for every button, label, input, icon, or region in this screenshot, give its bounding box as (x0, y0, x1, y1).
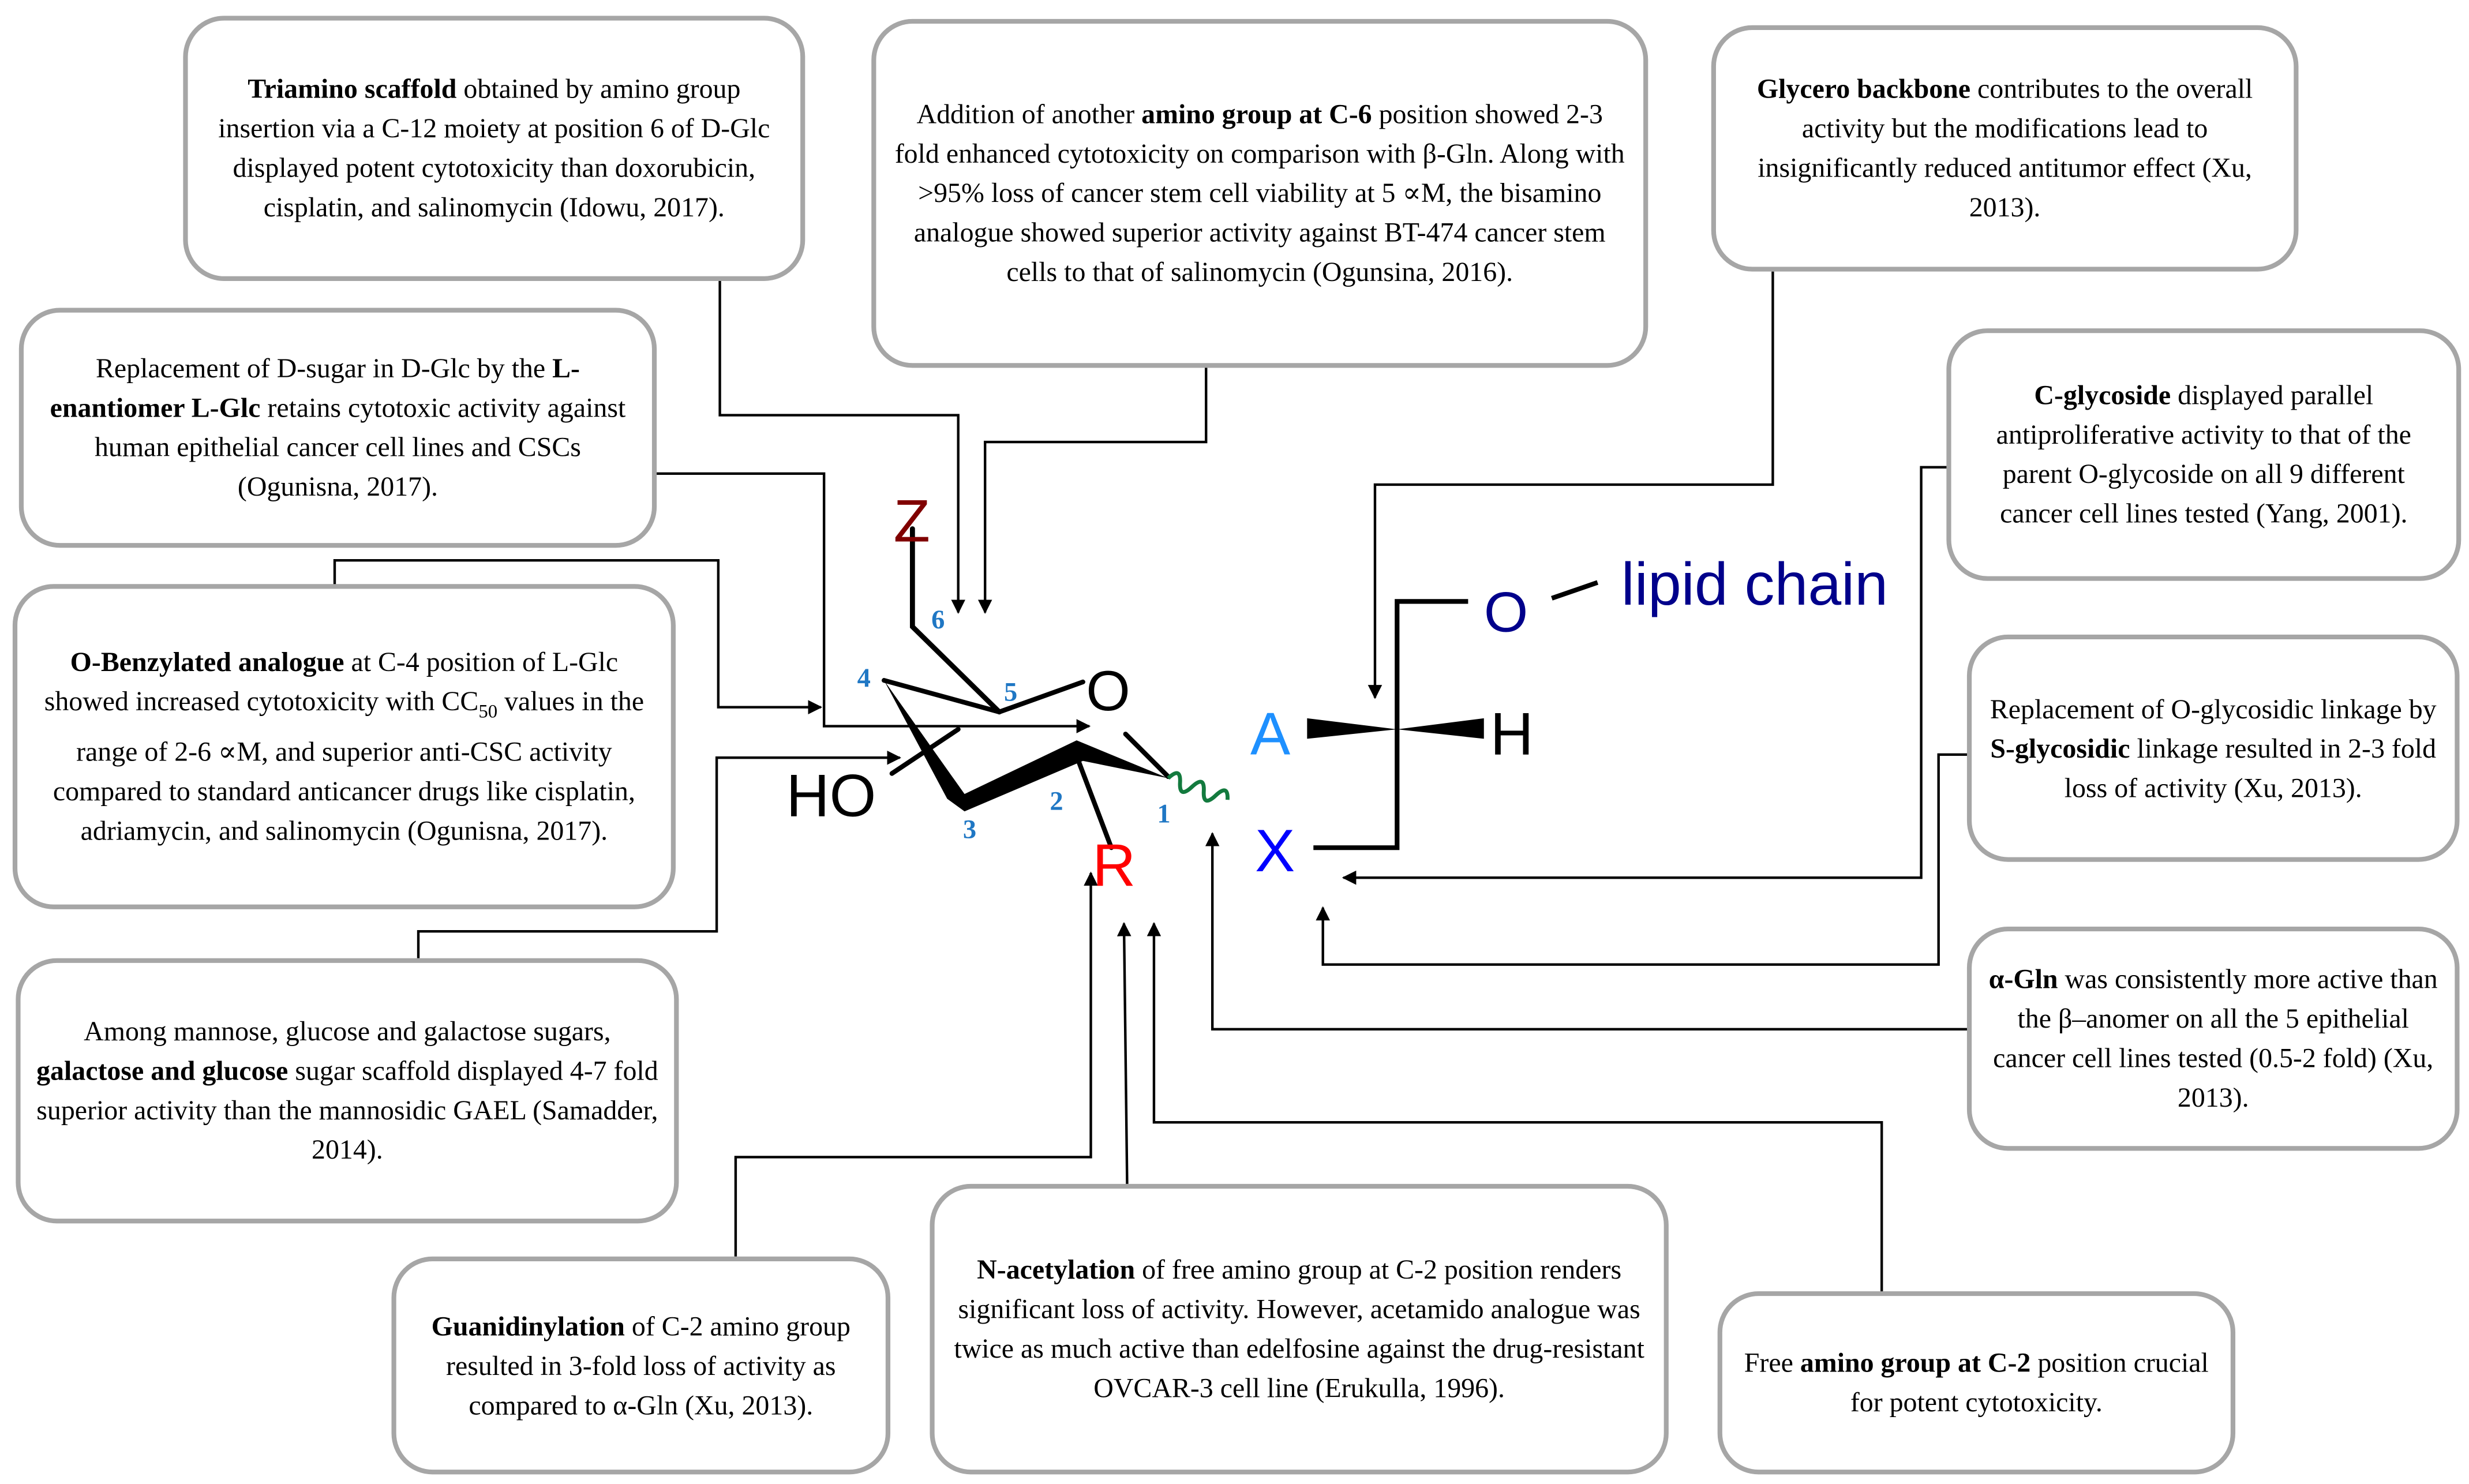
box-n-acetylation: N-acetylation of free amino group at C-2… (930, 1183, 1669, 1475)
lipid-chain-label: lipid chain (1621, 551, 1888, 618)
glycerol-oxygen-label: O (1484, 580, 1528, 643)
box-text: contributes to the overall activity but … (1758, 72, 2253, 223)
r-label: R (1092, 832, 1136, 899)
position-5: 5 (1004, 678, 1017, 707)
connector-sugars (417, 750, 901, 958)
box-sugars: Among mannose, glucose and galactose sug… (16, 958, 679, 1224)
position-1: 1 (1157, 799, 1170, 829)
connector-o-benzyl (333, 559, 823, 714)
box-triamino-scaffold: Triamino scaffold obtained by amino grou… (183, 16, 805, 281)
wedge-a (1307, 718, 1398, 739)
box-text: at C-4 position of L-Glc showed increase… (44, 646, 619, 717)
box-bold-text: amino group at C-2 (1800, 1346, 2031, 1378)
position-2: 2 (1050, 787, 1063, 816)
box-text: Addition of another (916, 98, 1142, 130)
box-text: obtained by amino group insertion via a … (218, 72, 770, 223)
box-bold-text: O-Benzylated analogue (70, 646, 344, 678)
box-bold-text: Glycero backbone (1756, 72, 1971, 104)
box-alpha-gln: α-Gln was consistently more active than … (1966, 926, 2460, 1151)
box-bold-text: amino group at C-6 (1141, 98, 1372, 130)
box-subscript: 50 (478, 700, 498, 723)
box-text: Among mannose, glucose and galactose sug… (84, 1015, 611, 1047)
box-text: of C-2 amino group resulted in 3-fold lo… (446, 1309, 851, 1420)
connector-alpha-gln (1205, 832, 1969, 1030)
connector-amino-c6 (977, 366, 1208, 614)
a-label: A (1250, 701, 1291, 768)
connector-s-glycosidic (1316, 753, 1969, 966)
box-text: retains cytotoxic activity against human… (94, 391, 626, 503)
box-glycero-backbone: Glycero backbone contributes to the over… (1711, 25, 2299, 272)
wedge-h (1397, 718, 1484, 739)
box-l-enantiomer: Replacement of D-sugar in D-Glc by the L… (18, 308, 657, 548)
box-text: linkage resulted in 2-3 fold loss of act… (2064, 732, 2437, 803)
x-label: X (1255, 818, 1295, 885)
position-4: 4 (857, 664, 871, 693)
position-3: 3 (963, 815, 976, 845)
box-bold-text: Guanidinylation (431, 1309, 625, 1341)
box-text: position showed 2-3 fold enhanced cytoto… (894, 98, 1625, 287)
box-text: values in the range of 2-6 ∝M, and super… (53, 685, 645, 846)
box-amino-c6: Addition of another amino group at C-6 p… (871, 18, 1649, 368)
z-label: Z (894, 488, 930, 554)
connector-glycero (1367, 271, 1774, 699)
connector-c-glycoside (1342, 466, 1949, 885)
box-guanidinylation: Guanidinylation of C-2 amino group resul… (391, 1256, 891, 1475)
glycerol-backbone (1313, 580, 1599, 850)
box-s-glycosidic: Replacement of O-glycosidic linkage by S… (1966, 634, 2460, 862)
box-text: Free (1744, 1346, 1800, 1378)
box-bold-text: α-Gln (1988, 962, 2058, 995)
box-text: position crucial for potent cytotoxicity… (1850, 1346, 2209, 1418)
ring-oxygen-label: O (1086, 659, 1130, 722)
box-text: of free amino group at C-2 position rend… (954, 1253, 1644, 1404)
box-bold-text: galactose and glucose (36, 1054, 289, 1086)
box-bold-text: S-glycosidic (1990, 732, 2130, 763)
box-o-benzylated: O-Benzylated analogue at C-4 position of… (12, 584, 676, 909)
connector-triamino (718, 278, 966, 614)
box-text: Replacement of D-sugar in D-Glc by the (95, 352, 553, 384)
connector-l-enantiomer (655, 472, 1091, 733)
connector-free-amino (1147, 922, 1883, 1291)
box-text: Replacement of O-glycosidic linkage by (1990, 692, 2437, 724)
ho-label: HO (786, 762, 876, 829)
connector-guanidinylation (734, 871, 1098, 1257)
box-bold-text: Triamino scaffold (248, 72, 457, 104)
box-bold-text: N-acetylation (977, 1253, 1136, 1286)
box-text: displayed parallel antiproliferative act… (1996, 379, 2411, 529)
wavy-bond (1167, 771, 1230, 803)
box-free-amino: Free amino group at C-2 position crucial… (1717, 1291, 2236, 1475)
box-text: sugar scaffold displayed 4-7 fold superi… (36, 1054, 658, 1166)
position-6: 6 (931, 605, 945, 635)
box-bold-text: L-enantiomer L-Glc (50, 352, 580, 424)
box-text: was consistently more active than the β–… (1993, 962, 2438, 1113)
connector-n-acetylation (1117, 922, 1132, 1184)
box-bold-text: C-glycoside (2034, 379, 2171, 411)
h-label: H (1490, 701, 1534, 768)
box-c-glycoside: C-glycoside displayed parallel antiproli… (1946, 328, 2461, 581)
